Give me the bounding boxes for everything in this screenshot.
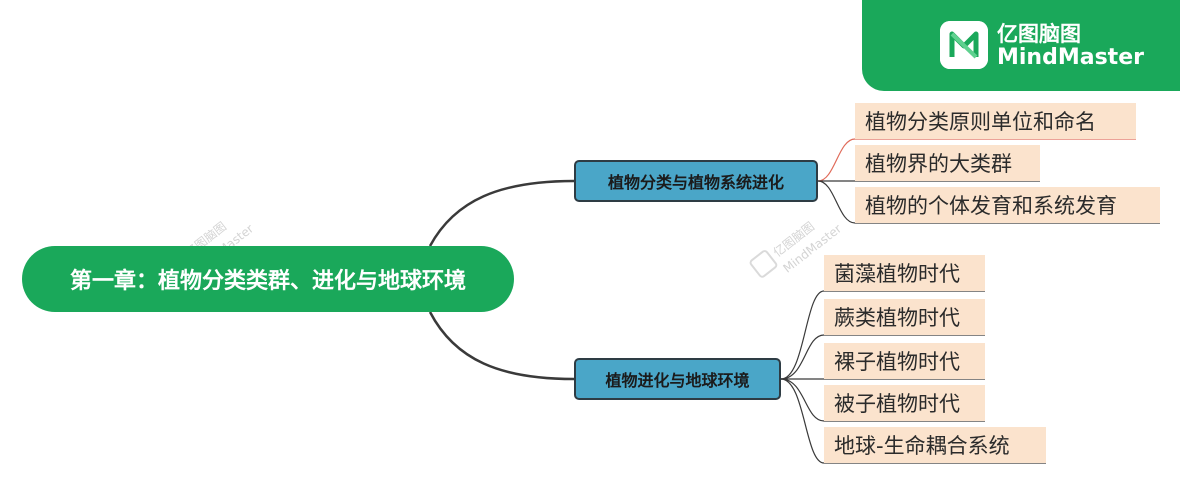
link-b1-leaf-1	[817, 138, 1136, 182]
link-b2-leaf-4	[780, 378, 985, 422]
branch-topic-classification[interactable]: 植物分类与植物系统进化	[574, 160, 818, 202]
link-b2-leaf-5	[780, 378, 1046, 464]
link-root-branch-2	[428, 311, 575, 381]
brand-name-cn: 亿图脑图	[997, 22, 1081, 46]
link-b1-leaf-3	[817, 180, 1160, 224]
branch-topic-evolution[interactable]: 植物进化与地球环境	[574, 358, 781, 400]
link-root-branch-1	[428, 179, 575, 247]
leaf-topic[interactable]: 地球-生命耦合系统	[824, 427, 1046, 463]
root-topic[interactable]: 第一章：植物分类类群、进化与地球环境	[22, 246, 514, 312]
link-b2-leaf-2	[780, 334, 985, 380]
leaf-topic[interactable]: 植物的个体发育和系统发育	[855, 187, 1160, 223]
leaf-topic[interactable]: 植物分类原则单位和命名	[855, 103, 1136, 139]
brand-banner: 亿图脑图 MindMaster	[862, 0, 1180, 91]
leaf-topic[interactable]: 植物界的大类群	[855, 145, 1040, 181]
leaf-topic[interactable]: 被子植物时代	[824, 385, 985, 421]
brand-name-en: MindMaster	[997, 45, 1144, 70]
leaf-topic[interactable]: 菌藻植物时代	[824, 255, 985, 291]
link-b2-leaf-1	[780, 290, 985, 380]
mindmaster-logo-icon	[940, 21, 988, 69]
leaf-topic[interactable]: 蕨类植物时代	[824, 299, 985, 335]
leaf-topic[interactable]: 裸子植物时代	[824, 343, 985, 379]
